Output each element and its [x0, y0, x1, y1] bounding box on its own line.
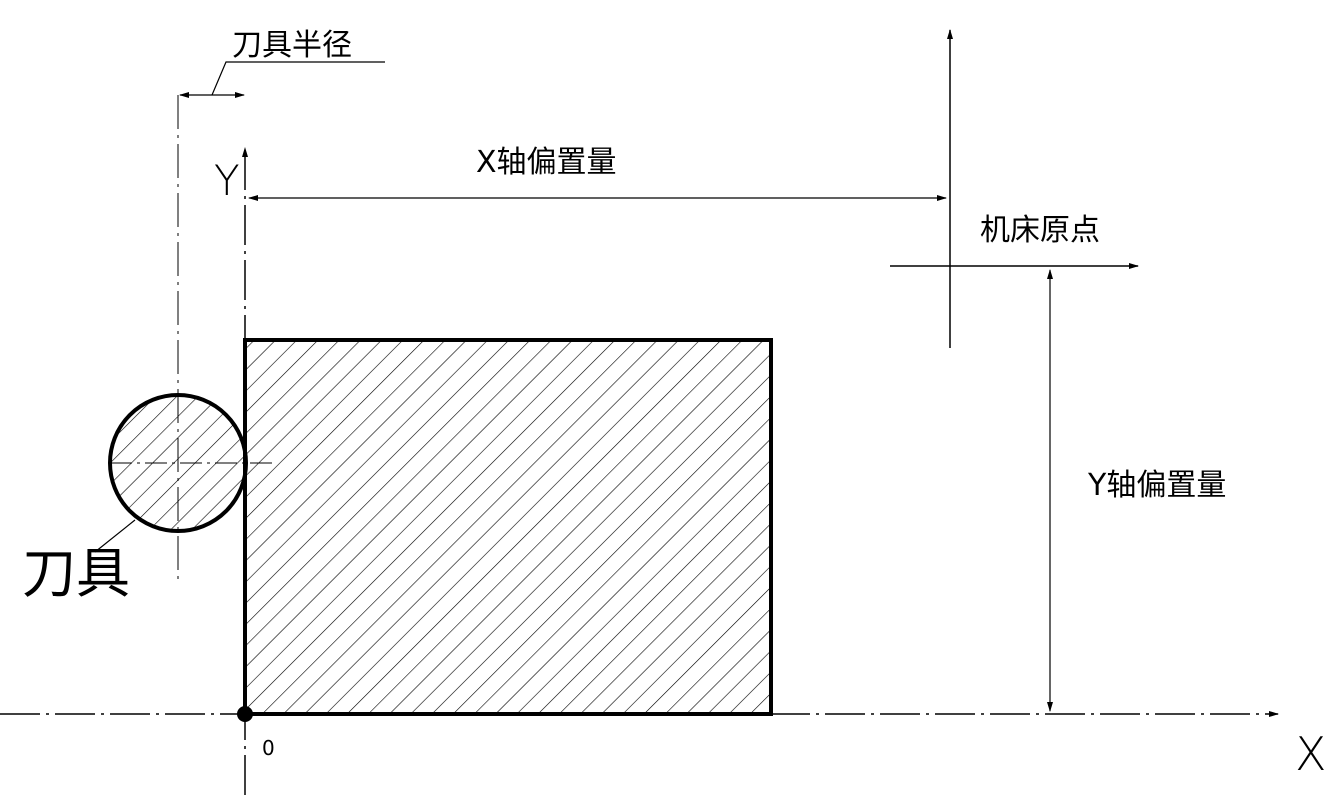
tool-leader: [94, 519, 136, 553]
tool-label: 刀具: [22, 542, 130, 605]
tool-radius-leader: [211, 61, 385, 96]
machine-origin-label: 机床原点: [980, 213, 1100, 248]
origin-label: 0: [262, 736, 275, 760]
x-offset-label: X轴偏置量: [476, 145, 617, 180]
origin-dot: [237, 706, 253, 722]
x-axis-label: X: [1295, 727, 1327, 781]
y-axis-label: Y: [214, 156, 240, 205]
tool-radius-label: 刀具半径: [232, 28, 352, 63]
workpiece-hatch: [245, 340, 771, 714]
y-offset-label: Y轴偏置量: [1087, 468, 1226, 503]
tool-hatch: [110, 395, 246, 531]
